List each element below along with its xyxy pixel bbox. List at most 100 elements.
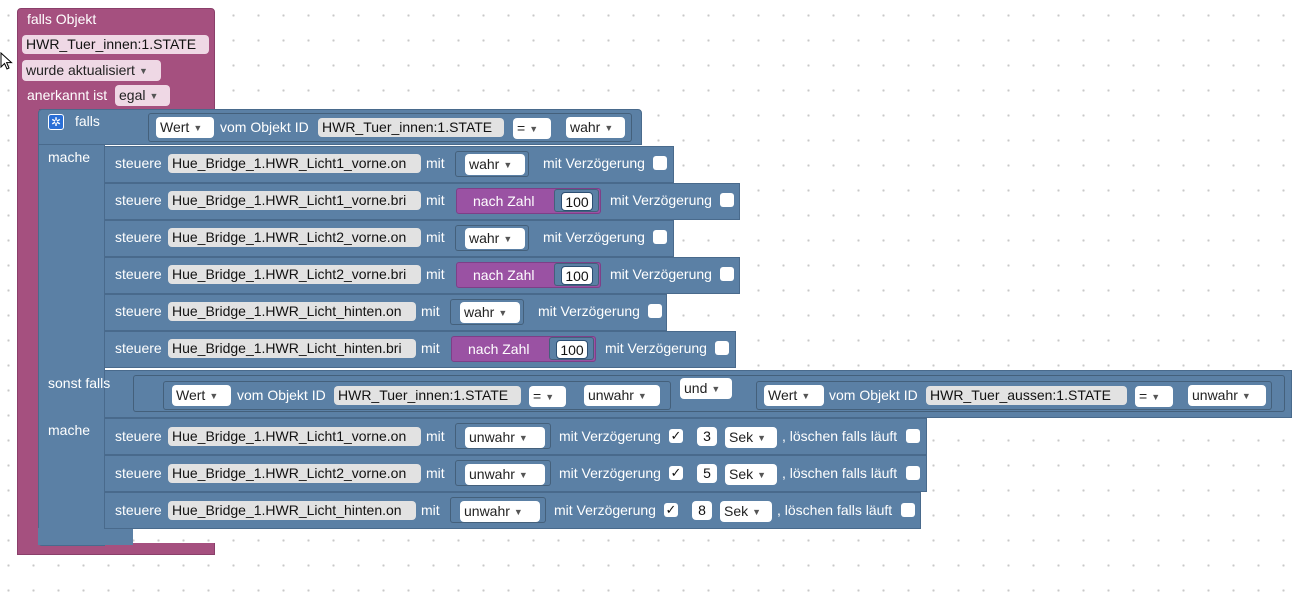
- action2-0-mit: mit: [426, 428, 445, 444]
- condition2-right-op-dropdown[interactable]: =▼: [1135, 386, 1173, 407]
- action2-2-delay-label: mit Verzögerung: [554, 502, 656, 518]
- action2-0-clear-checkbox[interactable]: [906, 429, 920, 443]
- action1-4-mit: mit: [421, 303, 440, 319]
- trigger-left-bar: [17, 109, 39, 554]
- condition2-left-value: unwahr: [588, 387, 634, 403]
- action2-2-object-id[interactable]: Hue_Bridge_1.HWR_Licht_hinten.on: [168, 501, 416, 520]
- action1-2-value: wahr: [469, 230, 500, 246]
- action1-3-mit: mit: [426, 266, 445, 282]
- condition2-right-prop-value: Wert: [768, 387, 798, 403]
- chevron-down-icon: ▼: [138, 66, 148, 76]
- action2-0-value-dropdown[interactable]: unwahr▼: [465, 427, 545, 448]
- condition1-prop-dropdown[interactable]: Wert▼: [156, 117, 214, 138]
- action1-2-value-dropdown[interactable]: wahr▼: [465, 228, 525, 249]
- action1-2-delay-checkbox[interactable]: [653, 230, 667, 244]
- action2-1-value-dropdown[interactable]: unwahr▼: [465, 464, 545, 485]
- action2-1-object-id[interactable]: Hue_Bridge_1.HWR_Licht2_vorne.on: [168, 464, 421, 483]
- action1-3-nach-zahl-label: nach Zahl: [473, 267, 535, 283]
- chevron-down-icon: ▼: [604, 123, 614, 133]
- if-mache-label-1: mache: [48, 149, 91, 165]
- action2-2-value: unwahr: [464, 503, 510, 519]
- action1-1-delay-checkbox[interactable]: [720, 193, 734, 207]
- action1-3-delay-label: mit Verzögerung: [610, 266, 712, 282]
- action1-5-delay-checkbox[interactable]: [715, 341, 729, 355]
- action1-5-nach-zahl-label: nach Zahl: [468, 341, 530, 357]
- action2-0-clear-label: , löschen falls läuft: [782, 428, 898, 444]
- action1-0-object-id[interactable]: Hue_Bridge_1.HWR_Licht1_vorne.on: [168, 154, 421, 173]
- action2-1-unit-dropdown[interactable]: Sek▼: [725, 464, 777, 485]
- action2-2-value-dropdown[interactable]: unwahr▼: [460, 501, 540, 522]
- action1-1-number[interactable]: 100: [561, 192, 593, 211]
- chevron-down-icon: ▼: [757, 470, 767, 480]
- condition2-right-prop-dropdown[interactable]: Wert▼: [764, 385, 824, 406]
- action2-1-delay-value[interactable]: 5: [697, 464, 717, 483]
- action2-1-unit: Sek: [729, 466, 754, 482]
- action1-4-object-id[interactable]: Hue_Bridge_1.HWR_Licht_hinten.on: [168, 302, 416, 321]
- condition2-left-object-id[interactable]: HWR_Tuer_innen:1.STATE: [334, 386, 521, 405]
- action1-1-object-id[interactable]: Hue_Bridge_1.HWR_Licht1_vorne.bri: [168, 191, 421, 210]
- action2-0-object-id[interactable]: Hue_Bridge_1.HWR_Licht1_vorne.on: [168, 427, 421, 446]
- if-falls-label: falls: [75, 113, 100, 129]
- action1-5-number[interactable]: 100: [556, 340, 588, 359]
- trigger-object-id[interactable]: HWR_Tuer_innen:1.STATE: [22, 35, 209, 54]
- action1-0-value: wahr: [469, 156, 500, 172]
- action1-3-delay-checkbox[interactable]: [720, 267, 734, 281]
- action2-2-unit: Sek: [724, 503, 749, 519]
- condition2-left-op-dropdown[interactable]: =▼: [529, 386, 566, 407]
- action2-0-unit-dropdown[interactable]: Sek▼: [725, 427, 777, 448]
- action1-5-mit: mit: [421, 340, 440, 356]
- action2-0-value: unwahr: [469, 429, 515, 445]
- condition2-left-prop-dropdown[interactable]: Wert▼: [172, 385, 231, 406]
- trigger-ack-dropdown[interactable]: egal▼: [115, 85, 170, 106]
- action1-5-delay-label: mit Verzögerung: [605, 340, 707, 356]
- trigger-footer: [17, 543, 215, 555]
- action2-2-unit-dropdown[interactable]: Sek▼: [720, 501, 772, 522]
- condition2-right-op-value: =: [1139, 388, 1148, 404]
- condition2-and-value: und: [684, 380, 708, 396]
- action1-1-mit: mit: [426, 192, 445, 208]
- chevron-down-icon: ▼: [1241, 391, 1251, 401]
- action2-1-delay-label: mit Verzögerung: [559, 465, 661, 481]
- action2-2-delay-checkbox[interactable]: ✓: [664, 502, 678, 517]
- condition2-right-value-dropdown[interactable]: unwahr▼: [1188, 385, 1266, 406]
- condition1-object-id[interactable]: HWR_Tuer_innen:1.STATE: [318, 118, 504, 137]
- trigger-ack-value: egal: [119, 87, 146, 103]
- action1-0-value-dropdown[interactable]: wahr▼: [465, 154, 525, 175]
- condition1-value-dropdown[interactable]: wahr▼: [566, 117, 625, 138]
- action1-3-number[interactable]: 100: [561, 266, 593, 285]
- gear-icon[interactable]: ✲: [48, 114, 64, 130]
- action2-2-delay-value[interactable]: 8: [692, 501, 712, 520]
- action1-1-steuere: steuere: [115, 192, 162, 208]
- action2-0-steuere: steuere: [115, 428, 162, 444]
- chevron-down-icon: ▼: [529, 124, 539, 134]
- condition1-op-dropdown[interactable]: =▼: [513, 118, 551, 139]
- trigger-ack-label: anerkannt ist: [27, 87, 108, 103]
- action2-0-delay-checkbox[interactable]: ✓: [669, 428, 683, 443]
- action2-0-delay-label: mit Verzögerung: [559, 428, 661, 444]
- action2-2-clear-checkbox[interactable]: [901, 503, 915, 517]
- condition2-right-object-id[interactable]: HWR_Tuer_aussen:1.STATE: [926, 386, 1127, 405]
- action1-5-object-id[interactable]: Hue_Bridge_1.HWR_Licht_hinten.bri: [168, 339, 416, 358]
- action2-1-steuere: steuere: [115, 465, 162, 481]
- action1-4-delay-checkbox[interactable]: [648, 304, 662, 318]
- action2-1-clear-label: , löschen falls läuft: [782, 465, 898, 481]
- action1-0-delay-checkbox[interactable]: [653, 156, 667, 170]
- action2-1-delay-checkbox[interactable]: ✓: [669, 465, 683, 480]
- action1-4-value-dropdown[interactable]: wahr▼: [460, 302, 520, 323]
- action1-4-steuere: steuere: [115, 303, 162, 319]
- action1-2-delay-label: mit Verzögerung: [543, 229, 645, 245]
- mouse-cursor-icon: [0, 52, 13, 70]
- action1-3-object-id[interactable]: Hue_Bridge_1.HWR_Licht2_vorne.bri: [168, 265, 421, 284]
- condition2-left-value-dropdown[interactable]: unwahr▼: [584, 385, 660, 406]
- chevron-down-icon: ▼: [801, 391, 811, 401]
- action2-1-clear-checkbox[interactable]: [906, 466, 920, 480]
- if-spine: [38, 110, 105, 546]
- action1-2-object-id[interactable]: Hue_Bridge_1.HWR_Licht2_vorne.on: [168, 228, 421, 247]
- condition2-and-dropdown[interactable]: und▼: [680, 378, 732, 399]
- trigger-event-dropdown[interactable]: wurde aktualisiert▼: [22, 60, 161, 81]
- chevron-down-icon: ▼: [518, 433, 528, 443]
- action1-4-delay-label: mit Verzögerung: [538, 303, 640, 319]
- chevron-down-icon: ▼: [757, 433, 767, 443]
- action1-0-delay-label: mit Verzögerung: [543, 155, 645, 171]
- action2-0-delay-value[interactable]: 3: [697, 427, 717, 446]
